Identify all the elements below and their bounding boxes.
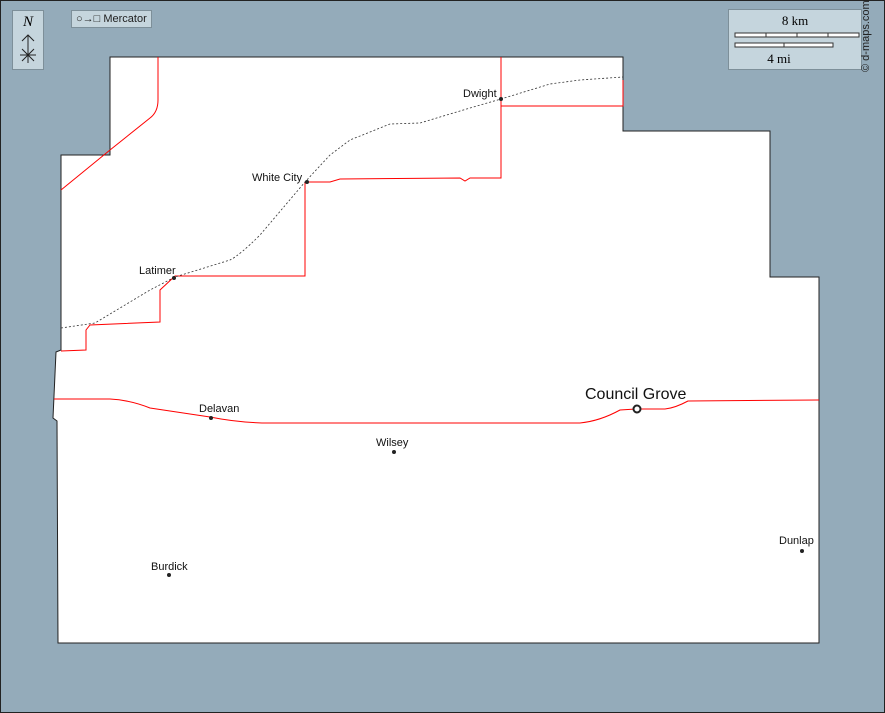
road [501,80,624,107]
place-label-burdick: Burdick [151,561,188,573]
place-label-delavan: Delavan [199,403,240,415]
town-dot-delavan [209,416,213,420]
railway [60,76,624,329]
place-label-latimer: Latimer [139,265,176,277]
scale-bar: 8 km 4 mi [728,9,862,70]
town-dot-white-city [305,180,309,184]
road [60,57,159,191]
north-label: N [22,14,33,30]
place-label-dunlap: Dunlap [779,535,814,547]
place-label-white-city: White City [252,172,303,184]
county-seat-marker [632,404,642,414]
projection-label: Mercator [103,13,147,25]
scale-bars [734,32,860,48]
town-dot-dunlap [800,549,804,553]
projection-badge: ○→□ Mercator [71,10,152,28]
town-dot-wilsey [392,450,396,454]
town-dot-dwight [499,97,503,101]
place-label-dwight: Dwight [463,88,497,100]
roads [54,57,820,424]
road [60,57,502,352]
place-label-council-grove: Council Grove [585,386,687,403]
town-dot-burdick [167,573,171,577]
compass-icon [20,34,36,63]
road [54,398,820,424]
north-arrow: N [12,10,44,70]
scale-km-label: 8 km [781,13,809,28]
town-markers [167,97,804,577]
county-boundary [52,56,820,644]
circle-to-square-icon: ○→□ [76,13,101,25]
town-dot-latimer [172,276,176,280]
scale-mi-label: 4 mi [767,51,791,66]
place-label-wilsey: Wilsey [376,437,409,449]
credit-text: © d-maps.com [860,0,872,72]
